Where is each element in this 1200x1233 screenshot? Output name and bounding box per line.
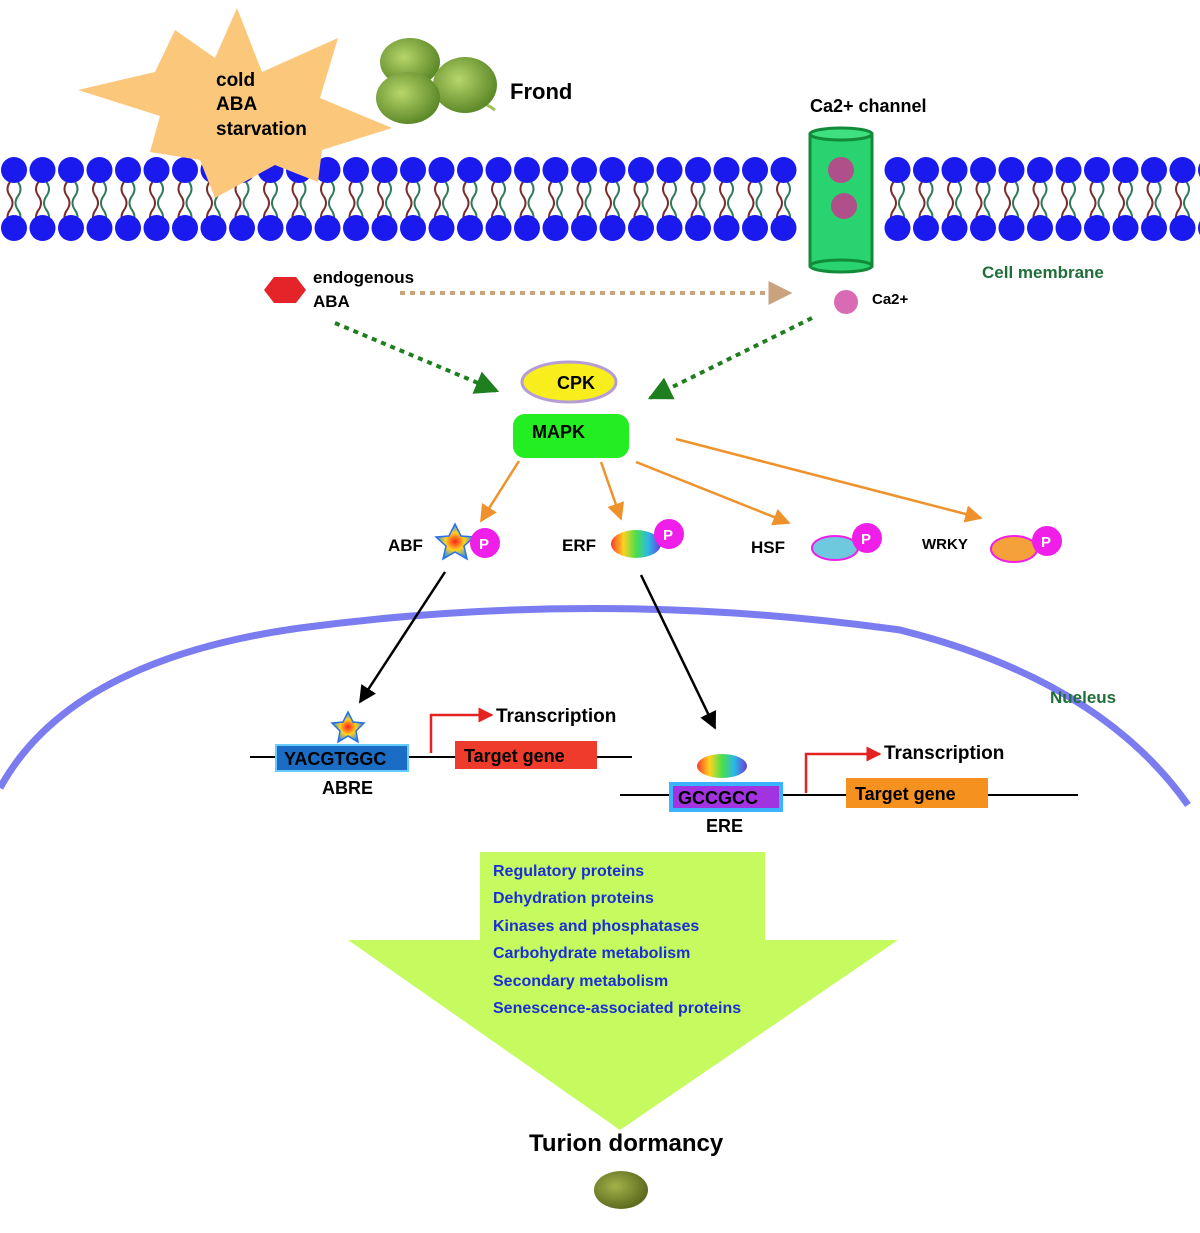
mapk-to-hsf-arrow	[635, 460, 791, 526]
frond-image	[376, 38, 497, 124]
abf-phospho	[470, 528, 500, 558]
ere-bound-erf	[697, 754, 747, 778]
turion-image	[594, 1171, 648, 1209]
protein-item: Kinases and phosphatases	[493, 918, 699, 935]
abf-p-label: P	[479, 536, 489, 553]
cpk-node	[520, 360, 618, 404]
endogenous-label: endogenous	[313, 268, 414, 287]
protein-item: Regulatory proteins	[493, 863, 644, 880]
aba-label: ABA	[313, 292, 350, 311]
abf-label: ABF	[388, 536, 423, 555]
hsf-phospho	[852, 523, 882, 553]
stimulus-cold: cold	[216, 70, 255, 91]
abre-bound-star	[330, 710, 366, 744]
erf-protein	[611, 530, 661, 558]
abre-target-gene-label: Target gene	[464, 746, 565, 766]
ere-sequence: GCCGCC	[678, 788, 758, 808]
nucleus-label: Nueleus	[1050, 688, 1116, 707]
abre-sequence: YACGTGGC	[284, 749, 386, 769]
abre-name: ABRE	[322, 778, 373, 798]
ca-channel	[808, 126, 874, 274]
ere-target-gene-box	[846, 778, 988, 808]
mapk-to-abf-arrow	[479, 460, 521, 523]
ca-ion	[834, 290, 858, 314]
abf-to-abre-arrow	[358, 571, 447, 704]
ca-to-kinase-arrow	[647, 316, 813, 400]
nucleus-envelope	[0, 604, 1191, 808]
cpk-label: CPK	[557, 373, 595, 393]
ca-channel-label: Ca2+ channel	[810, 96, 927, 116]
protein-item: Senescence-associated proteins	[493, 1000, 741, 1017]
aba-to-kinase-arrow	[334, 321, 500, 394]
protein-item: Carbohydrate metabolism	[493, 945, 690, 962]
ere-target-gene-label: Target gene	[855, 784, 956, 804]
cell-membrane-label: Cell membrane	[982, 263, 1104, 282]
wrky-protein	[990, 535, 1038, 563]
stimuli-starburst: cold ABA starvation	[78, 8, 392, 198]
cell-membrane-bilayer	[1, 157, 1200, 241]
abre-transcription-arrow	[429, 707, 494, 753]
downstream-protein-list: Regulatory proteins Dehydration proteins…	[493, 863, 741, 1017]
erf-phospho	[654, 519, 684, 549]
aba-hexagon	[264, 277, 306, 303]
downstream-arrow	[348, 852, 898, 1130]
wrky-p-label: P	[1041, 534, 1051, 551]
mapk-to-wrky-arrow	[675, 437, 983, 523]
ere-transcription-label: Transcription	[884, 743, 1004, 764]
wrky-label: WRKY	[922, 536, 968, 553]
erf-to-ere-arrow	[639, 574, 717, 730]
ere-element-box	[669, 782, 783, 812]
wrky-phospho	[1032, 526, 1062, 556]
erf-p-label: P	[663, 527, 673, 544]
abre-target-gene-box	[455, 741, 597, 769]
stimulus-starvation: starvation	[216, 119, 307, 140]
erf-label: ERF	[562, 536, 596, 555]
hsf-label: HSF	[751, 538, 785, 557]
ere-name: ERE	[706, 816, 743, 836]
protein-item: Dehydration proteins	[493, 890, 654, 907]
ca-ion-label: Ca2+	[872, 291, 909, 308]
abre-transcription-label: Transcription	[496, 706, 616, 727]
outcome-label: Turion dormancy	[529, 1130, 724, 1157]
mapk-node	[513, 414, 629, 458]
abf-star	[434, 522, 476, 561]
mapk-label: MAPK	[532, 422, 585, 442]
mapk-to-erf-arrow	[599, 461, 625, 521]
ere-transcription-arrow	[804, 746, 882, 793]
frond-label: Frond	[510, 79, 572, 104]
stimulus-aba: ABA	[216, 94, 257, 115]
protein-item: Secondary metabolism	[493, 973, 668, 990]
hsf-protein	[811, 535, 859, 561]
abre-element-box	[275, 744, 409, 772]
hsf-p-label: P	[861, 531, 871, 548]
